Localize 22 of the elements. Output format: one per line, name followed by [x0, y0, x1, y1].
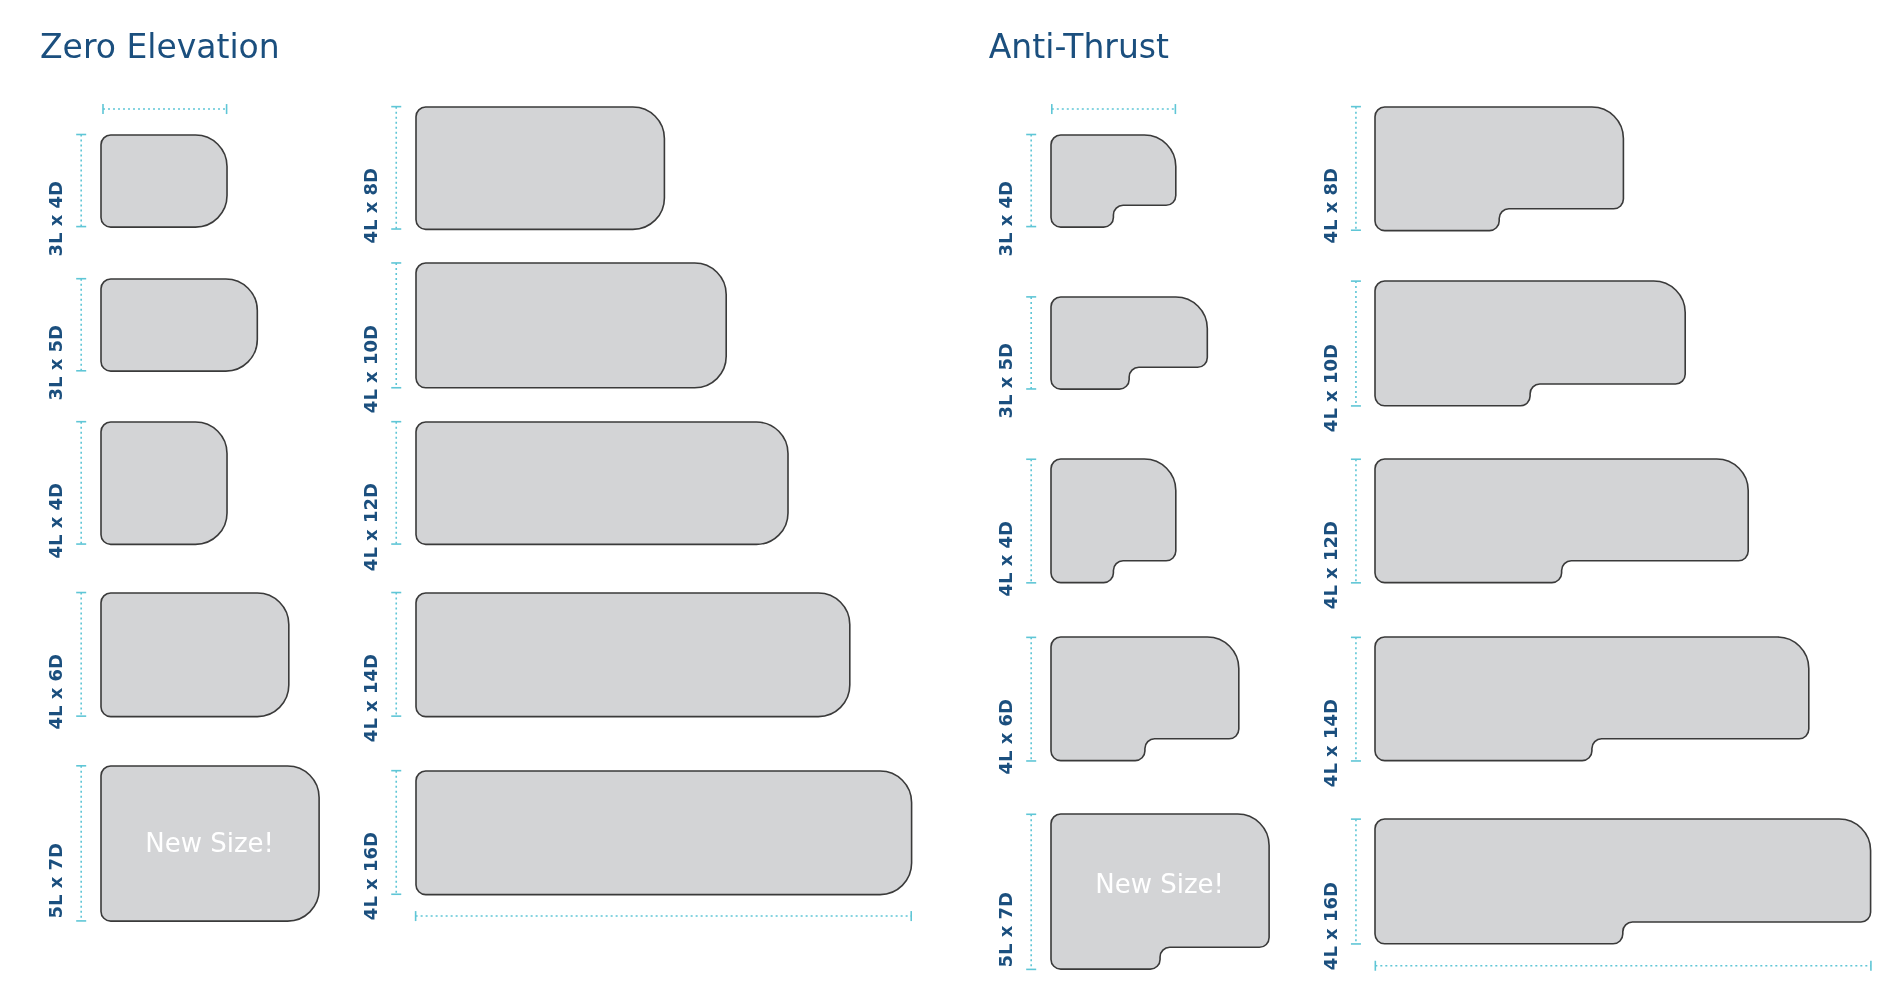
section-title: Zero Elevation — [40, 26, 280, 66]
dimension-label: 4L x 8D — [1319, 168, 1341, 245]
dimension-label: 4L x 12D — [1319, 521, 1341, 610]
section-title: Anti-Thrust — [988, 26, 1169, 66]
dimension-label: 4L x 10D — [359, 325, 381, 414]
dimension-label: 4L x 8D — [359, 167, 381, 244]
dimension-label: 3L x 5D — [994, 342, 1016, 419]
dimension-label: 4L x 10D — [1319, 343, 1341, 432]
dimension-label: 4L x 16D — [1319, 881, 1341, 970]
dimension-label: 3L x 5D — [44, 324, 66, 401]
dimension-label: 5L x 7D — [994, 891, 1016, 968]
dimension-label: 4L x 4D — [44, 482, 66, 559]
dimension-label: 4L x 12D — [359, 482, 381, 571]
dimension-label: 3L x 4D — [994, 180, 1016, 257]
dimension-label: 4L x 6D — [994, 699, 1016, 775]
dimension-label: 5L x 7D — [44, 843, 66, 919]
dimension-label: 3L x 4D — [44, 180, 66, 257]
dimension-label: 4L x 4D — [994, 521, 1016, 597]
dimension-label: 4L x 14D — [359, 654, 381, 743]
dimension-label: 4L x 14D — [1319, 699, 1341, 788]
dimension-label: 4L x 16D — [359, 832, 381, 921]
dimension-label: 4L x 6D — [44, 654, 66, 730]
